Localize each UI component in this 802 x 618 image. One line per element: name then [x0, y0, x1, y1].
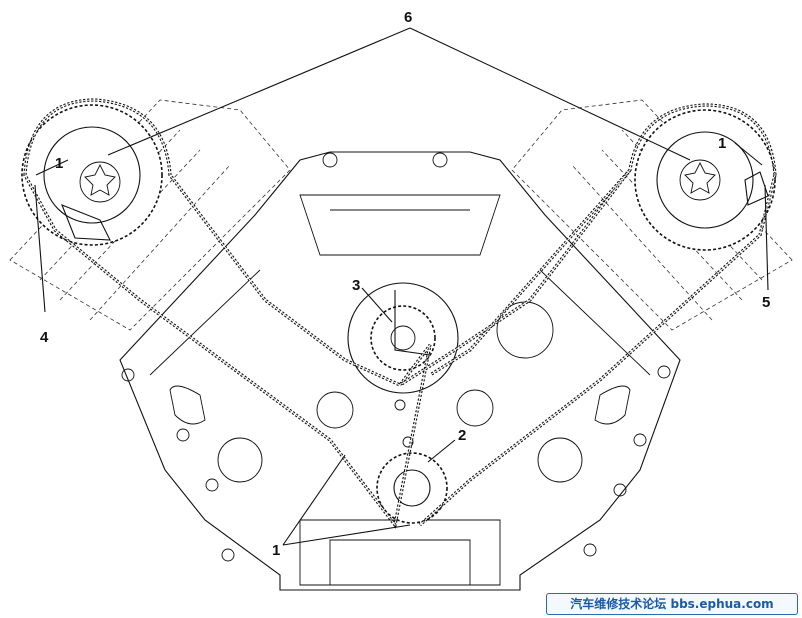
callout-1-left-cam: 1: [55, 155, 63, 172]
callout-1-right-cam: 1: [718, 135, 726, 152]
timing-chain-right: [399, 103, 777, 527]
callout-2: 2: [458, 427, 466, 444]
callout-3: 3: [352, 277, 360, 294]
right-camshaft-sprocket: [634, 109, 776, 251]
leader-lines: [34, 27, 769, 546]
crankshaft-sprocket: [376, 452, 448, 524]
callout-1-bottom: 1: [272, 542, 280, 559]
idler-sprocket: [347, 282, 459, 394]
engine-block: [119, 151, 681, 591]
left-camshaft-sprocket: [21, 104, 163, 246]
callout-6: 6: [404, 9, 412, 26]
callout-5: 5: [762, 294, 770, 311]
site-watermark: 汽车维修技术论坛 bbs.ephua.com: [546, 593, 798, 615]
callout-4: 4: [40, 329, 49, 346]
timing-chain-left: [23, 98, 432, 529]
